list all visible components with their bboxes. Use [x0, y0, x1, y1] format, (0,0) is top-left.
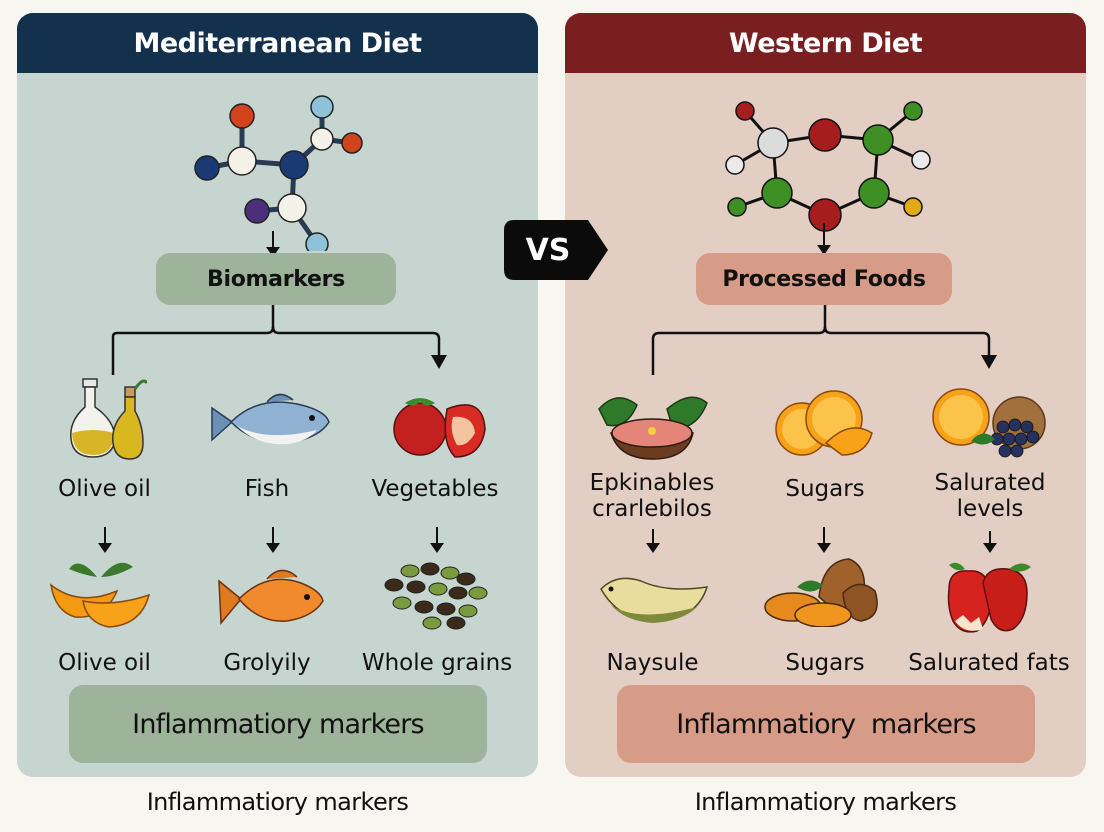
processed-foods-pill: Processed Foods [696, 253, 952, 305]
orange-slices-icon [49, 555, 169, 635]
salurated-fats-label: Salurated fats [908, 650, 1070, 676]
molecule-icon [187, 81, 367, 251]
sugars-label: Sugars [785, 476, 865, 502]
olive-oil-bottles-icon [67, 373, 147, 463]
arrow-down-icon [817, 223, 831, 255]
grolyily-label: Grolyily [223, 650, 311, 676]
arrow-down-icon [646, 529, 660, 553]
label-line-1: Salurated [934, 470, 1046, 496]
olive-oil-2-label: Olive oil [58, 650, 151, 676]
inflammatory-markers-pill: Inflammatiory markers [617, 685, 1035, 763]
sweet-potato-icon [763, 557, 885, 627]
grapefruit-icon [597, 389, 709, 461]
salurated-levels-label: Salurated levels [915, 469, 1065, 523]
molecule-ring-icon [725, 93, 935, 233]
western-panel: Western Diet [565, 13, 1086, 777]
branch-connector [651, 305, 997, 375]
inflammatory-markers-pill: Inflammatiory markers [69, 685, 487, 763]
label-line-2: crarlebilos [592, 496, 712, 522]
vs-label: VS [525, 232, 571, 268]
vs-badge: VS [504, 220, 608, 280]
fish-label: Fish [244, 476, 290, 502]
mediterranean-title: Mediterranean Diet [17, 13, 538, 73]
orange-slices-icon [770, 389, 875, 459]
fish-icon [207, 388, 332, 458]
orange-berries-icon [931, 387, 1047, 463]
biomarkers-pill: Biomarkers [156, 253, 396, 305]
arrow-down-icon [266, 527, 280, 553]
arrow-down-icon [817, 527, 831, 553]
label-line-1: Epkinables [589, 470, 715, 496]
mediterranean-caption: Inflammatiory markers [146, 788, 409, 816]
fish-fillet-icon [597, 571, 712, 627]
arrow-down-icon [983, 531, 997, 553]
olive-oil-label: Olive oil [58, 476, 151, 502]
epkinables-label: Epkinables crarlebilos [575, 469, 729, 523]
sugars-2-label: Sugars [785, 650, 865, 676]
arrow-down-icon [266, 231, 280, 257]
western-caption: Inflammatiory markers [694, 788, 957, 816]
naysule-label: Naysule [606, 650, 699, 676]
arrow-down-icon [98, 527, 112, 553]
beans-icon [380, 561, 490, 631]
vegetables-label: Vegetables [371, 476, 499, 502]
label-line-2: levels [956, 496, 1024, 522]
branch-connector [111, 305, 447, 375]
mediterranean-panel: Mediterranean Diet [17, 13, 538, 777]
orange-fish-icon [217, 563, 327, 635]
whole-grains-label: Whole grains [361, 650, 513, 676]
tomato-icon [385, 385, 490, 460]
western-title: Western Diet [565, 13, 1086, 73]
arrow-down-icon [430, 527, 444, 553]
apples-icon [943, 559, 1043, 637]
